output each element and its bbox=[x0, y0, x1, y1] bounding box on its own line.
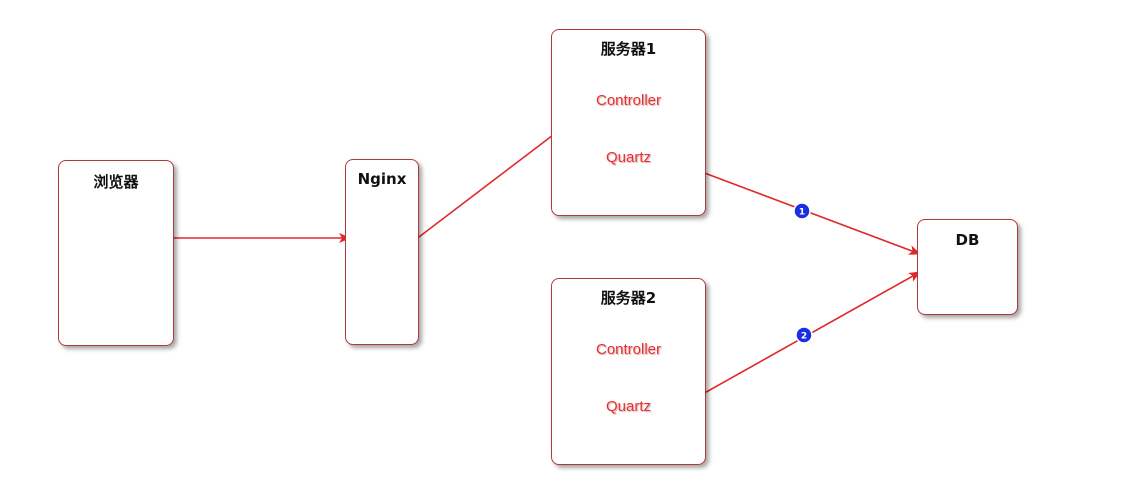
badge-2: 2 bbox=[795, 326, 813, 344]
server1-title: 服务器1 bbox=[600, 40, 657, 58]
server1-controller-label: Controller bbox=[595, 92, 662, 109]
db-title: DB bbox=[955, 231, 980, 249]
server1-node: 服务器1 Controller Quartz bbox=[551, 29, 706, 216]
badge-1-label: 1 bbox=[799, 208, 805, 218]
badge-2-label: 2 bbox=[801, 332, 807, 342]
server1-quartz-label: Quartz bbox=[605, 149, 651, 166]
browser-node: 浏览器 bbox=[58, 160, 174, 346]
db-node: DB bbox=[917, 219, 1018, 315]
nginx-node: Nginx bbox=[345, 159, 419, 345]
server2-title: 服务器2 bbox=[600, 289, 657, 307]
server2-node: 服务器2 Controller Quartz bbox=[551, 278, 706, 465]
server2-quartz-label: Quartz bbox=[605, 398, 651, 415]
browser-title: 浏览器 bbox=[93, 173, 139, 191]
server2-controller-label: Controller bbox=[595, 341, 662, 358]
badge-1: 1 bbox=[793, 202, 811, 220]
nginx-title: Nginx bbox=[357, 170, 407, 188]
